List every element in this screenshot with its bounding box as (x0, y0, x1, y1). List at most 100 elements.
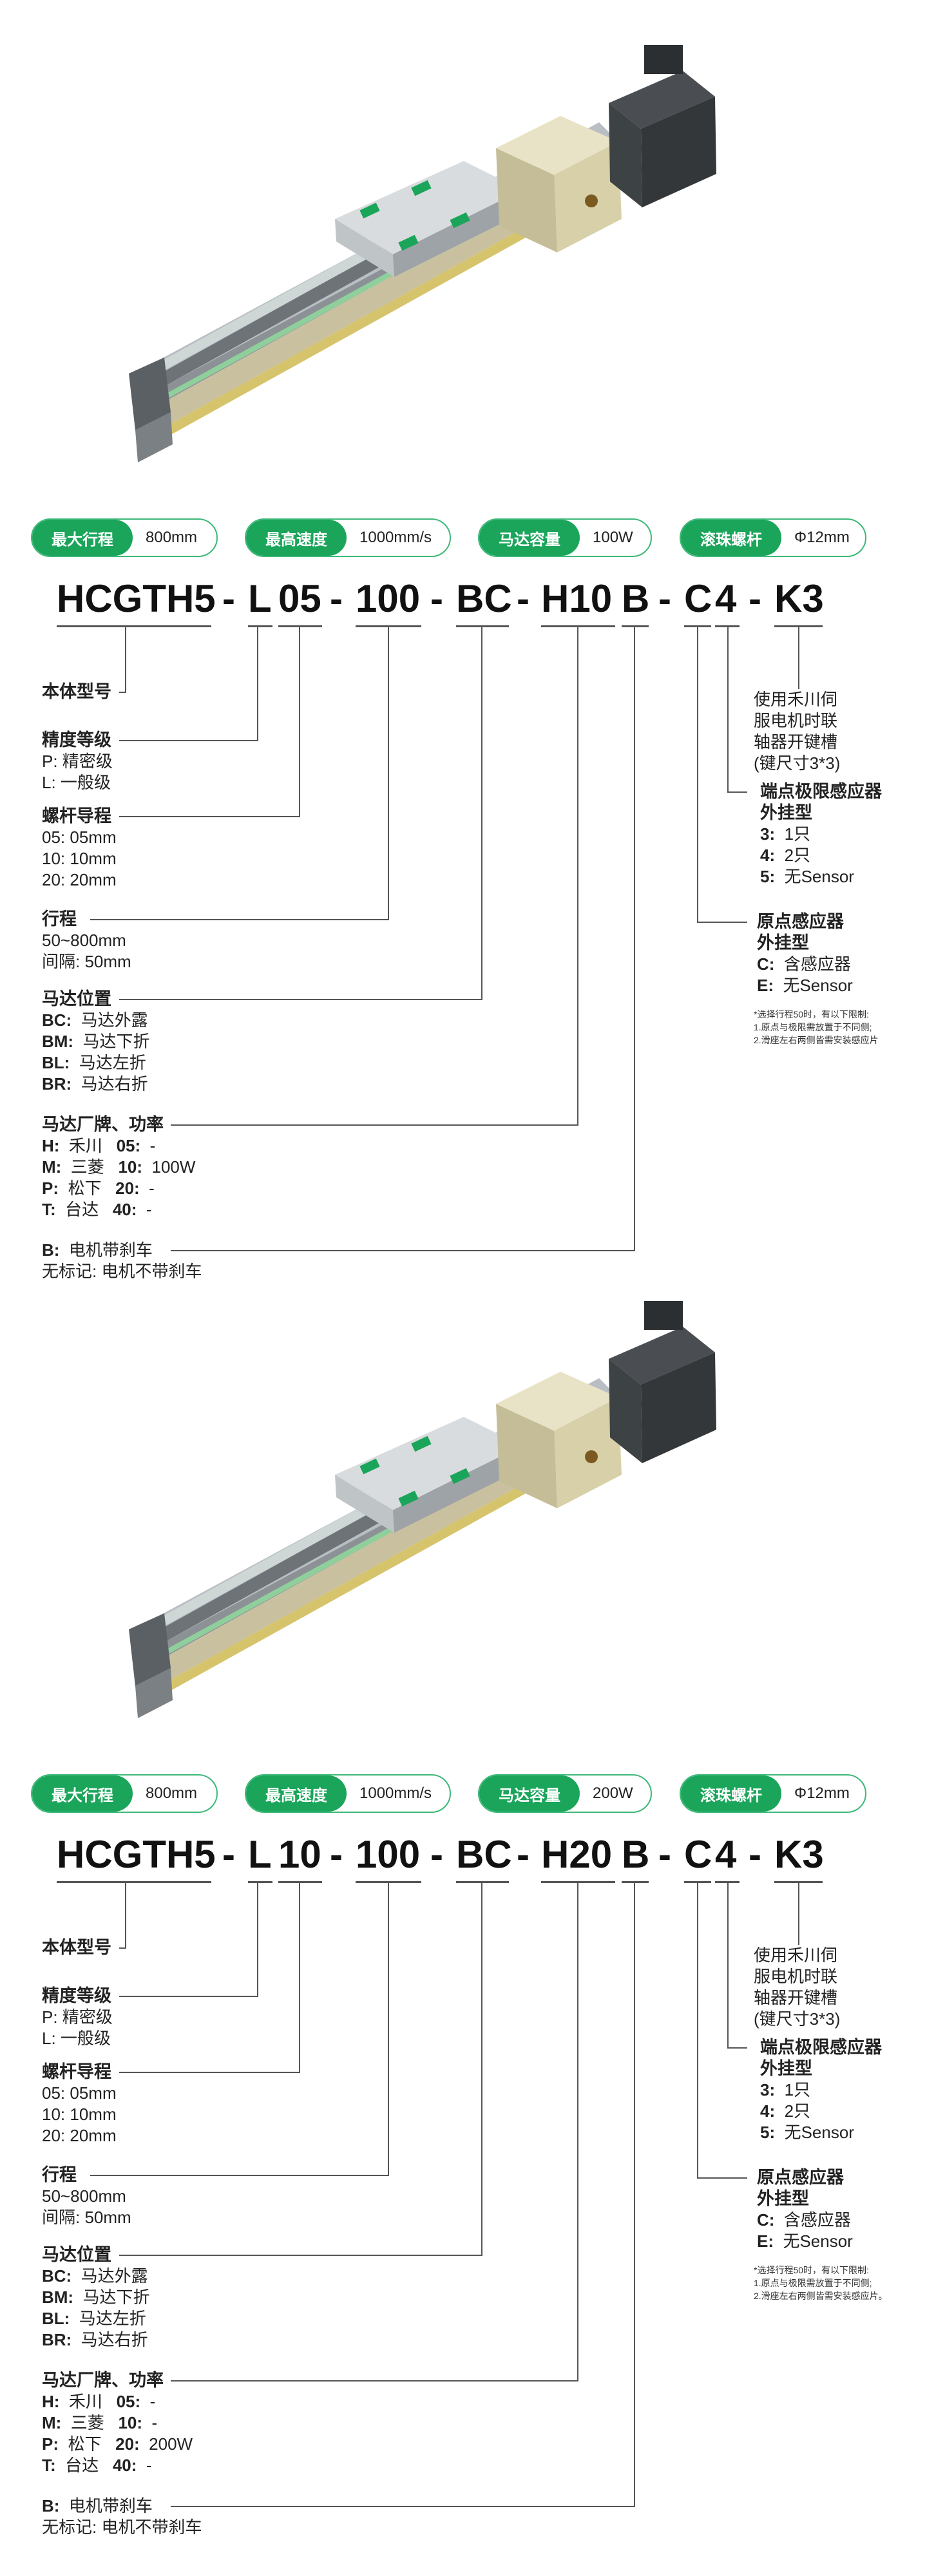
code-dash: - (222, 1833, 235, 1876)
label-subtitle: 外挂型 (760, 2059, 812, 2078)
code-underline (356, 1881, 421, 1883)
code-origin-sensor: C (684, 577, 712, 620)
label-title: 精度等级 (42, 730, 111, 750)
list-item: 50~800mm (42, 2186, 126, 2206)
list-item: BL: 马达左折 (42, 1053, 146, 1072)
badge-max-stroke: 最大行程 800mm (31, 1774, 218, 1813)
badge-label: 最高速度 (246, 520, 347, 556)
badge-max-speed: 最高速度 1000mm/s (245, 518, 451, 557)
list-item: 轴器开键槽 (754, 1988, 838, 2007)
list-item: P: 精密级 (42, 752, 113, 771)
list-item: 无标记: 电机不带刹车 (42, 1262, 202, 1281)
label-motor-position: 马达位置 BC: 马达外露 BM: 马达下折 BL: 马达左折 BR: 马达右折 (42, 2244, 150, 2351)
code-origin-sensor: C (684, 1833, 712, 1876)
badge-value: 800mm (146, 1785, 198, 1802)
code-underline (248, 625, 272, 627)
list-item: 10: 10mm (42, 2105, 117, 2124)
code-underline (684, 625, 711, 627)
label-title: 行程 (42, 2165, 77, 2184)
list-item: 05: 05mm (42, 828, 117, 847)
list-item: BM: 马达下折 (42, 2287, 150, 2307)
badge-value: 1000mm/s (359, 1785, 432, 1802)
code-underline (541, 1881, 615, 1883)
label-origin-sensor: 原点感应器 外挂型 C: 含感应器 E: 无Sensor (757, 2167, 853, 2252)
code-underline (715, 1881, 740, 1883)
code-underline (248, 1881, 272, 1883)
label-motor-brand: 马达厂牌、功率 H: 禾川 05: - M: 三菱 10: - P: 松下 20… (42, 2370, 193, 2476)
label-title: 马达厂牌、功率 (42, 1115, 164, 1134)
label-subtitle: 外挂型 (757, 933, 809, 952)
list-item: E: 无Sensor (757, 2231, 853, 2251)
badge-value: Φ12mm (794, 529, 850, 546)
note-line: *选择行程50时，有以下限制: (754, 2265, 869, 2275)
list-item: B: 电机带刹车 (42, 2496, 153, 2515)
label-title: 精度等级 (42, 1986, 111, 2005)
badge-label: 滚珠螺杆 (681, 520, 781, 556)
code-dash: - (330, 577, 343, 620)
note-line: 2.滑座左右两侧皆需安装感应片。 (754, 2291, 888, 2301)
label-title: 端点极限感应器 (760, 782, 882, 801)
label-subtitle: 外挂型 (760, 803, 812, 822)
label-stroke: 行程 50~800mm 间隔: 50mm (42, 2164, 131, 2228)
list-item: (键尺寸3*3) (754, 753, 841, 773)
code-underline (774, 625, 823, 627)
list-item: M: 三菱 10: 100W (42, 1157, 196, 1177)
list-item: 使用禾川伺 (754, 1946, 838, 1965)
list-item: 服电机时联 (754, 1967, 838, 1986)
list-item: BM: 马达下折 (42, 1032, 150, 1051)
label-model: 本体型号 (42, 681, 111, 703)
list-item: 轴器开键槽 (754, 732, 838, 752)
list-item: 5: 无Sensor (760, 2123, 854, 2142)
code-stroke: 100 (356, 577, 421, 620)
list-item: (键尺寸3*3) (754, 2009, 841, 2029)
model-code: HCGTH5 - L 10 - 100 - BC - H20 B - C 4 -… (0, 1832, 945, 1890)
code-dash: - (222, 577, 235, 620)
label-title: 螺杆导程 (42, 2062, 111, 2081)
list-item: BC: 马达外露 (42, 1010, 148, 1030)
code-dash: - (430, 577, 443, 620)
code-underline (456, 1881, 509, 1883)
badge-label: 滚珠螺杆 (681, 1776, 781, 1812)
label-title: 马达厂牌、功率 (42, 2371, 164, 2390)
code-lead: 10 (278, 1833, 321, 1876)
list-item: E: 无Sensor (757, 976, 853, 995)
list-item: 4: 2只 (760, 846, 811, 865)
label-limit-sensor: 端点极限感应器 外挂型 3: 1只 4: 2只 5: 无Sensor (760, 2037, 882, 2143)
label-origin-sensor: 原点感应器 外挂型 C: 含感应器 E: 无Sensor (757, 911, 853, 996)
list-item: T: 台达 40: - (42, 1200, 152, 1219)
spec-section-100w: 最大行程 800mm 最高速度 1000mm/s 马达容量 100W 滚珠螺杆 … (31, 45, 882, 1282)
badge-label: 最大行程 (32, 520, 133, 556)
code-underline (356, 625, 421, 627)
list-item: T: 台达 40: - (42, 2456, 152, 2475)
badge-motor-capacity: 马达容量 100W (478, 518, 652, 557)
code-underline (278, 625, 322, 627)
label-title: 端点极限感应器 (760, 2038, 882, 2057)
list-item: 20: 20mm (42, 2126, 117, 2145)
list-item: 5: 无Sensor (760, 867, 854, 886)
label-title: 本体型号 (42, 1938, 111, 1957)
label-title: 本体型号 (42, 682, 111, 701)
stroke-note: *选择行程50时，有以下限制: 1.原点与极限需放置于不同侧; 2.滑座左右两侧… (754, 2264, 888, 2302)
badge-value: 100W (593, 529, 633, 546)
linear-actuator-image (129, 1301, 716, 1718)
list-item: 05: 05mm (42, 2083, 117, 2103)
badge-ball-screw: 滚珠螺杆 Φ12mm (680, 1774, 866, 1813)
code-dash: - (749, 1833, 761, 1876)
label-subtitle: 外挂型 (757, 2189, 809, 2208)
code-underline (57, 1881, 211, 1883)
badge-label: 马达容量 (479, 1776, 580, 1812)
list-item: L: 一般级 (42, 2029, 111, 2048)
label-lead: 螺杆导程 05: 05mm 10: 10mm 20: 20mm (42, 806, 117, 891)
badge-label: 最高速度 (246, 1776, 347, 1812)
label-brake: B: 电机带刹车 无标记: 电机不带刹车 (42, 1240, 202, 1282)
list-item: 使用禾川伺 (754, 690, 838, 709)
spec-section-200w: 最大行程 800mm 最高速度 1000mm/s 马达容量 200W 滚珠螺杆 … (0, 1256, 945, 2544)
code-underline (622, 625, 649, 627)
badge-max-stroke: 最大行程 800mm (31, 518, 218, 557)
code-underline (774, 1881, 823, 1883)
badge-value: 1000mm/s (359, 529, 432, 546)
label-motor-position: 马达位置 BC: 马达外露 BM: 马达下折 BL: 马达左折 BR: 马达右折 (42, 989, 150, 1095)
badge-value: Φ12mm (794, 1785, 850, 1802)
list-item: L: 一般级 (42, 773, 111, 792)
list-item: 间隔: 50mm (42, 952, 131, 971)
